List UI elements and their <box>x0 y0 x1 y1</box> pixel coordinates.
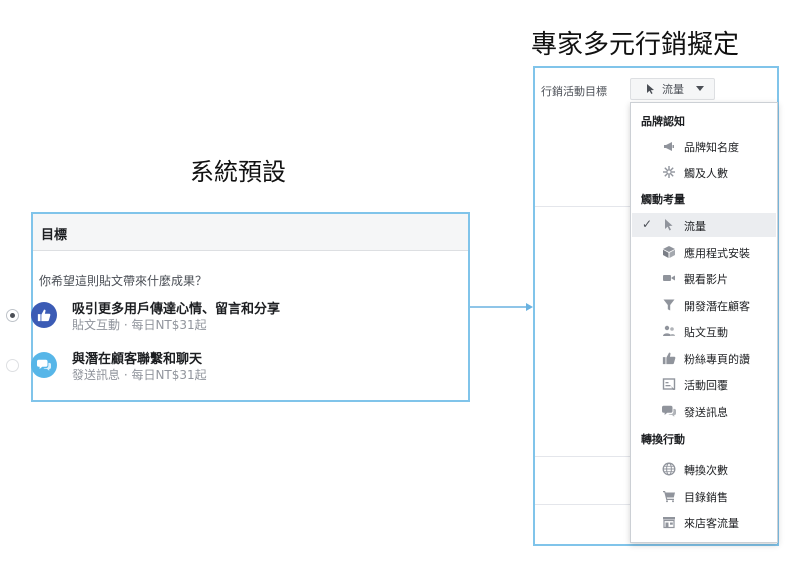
chevron-down-icon <box>696 86 704 91</box>
option-subtitle: 發送訊息 · 每日NT$31起 <box>72 368 207 382</box>
menu-item-label: 流量 <box>684 220 706 233</box>
globe-icon <box>662 462 676 476</box>
menu-item-label: 開發潛在顧客 <box>684 300 750 313</box>
expert-heading: 專家多元行銷擬定 <box>531 30 740 60</box>
arrow-icon <box>470 303 533 311</box>
option-post-engagement[interactable]: 吸引更多用戶傳達心情、留言和分享 貼文互動 · 每日NT$31起 <box>6 296 426 336</box>
menu-item-label: 活動回覆 <box>684 379 728 392</box>
group-header-conversion: 轉換行動 <box>641 433 685 446</box>
menu-item-label: 粉絲專頁的讚 <box>684 353 750 366</box>
store-icon <box>662 515 676 529</box>
menu-item-messages[interactable]: 發送訊息 <box>632 399 776 423</box>
box-icon <box>662 245 676 259</box>
reach-burst-icon <box>662 165 676 179</box>
thumbs-up-icon <box>31 302 57 328</box>
divider <box>535 456 630 457</box>
campaign-objective-label: 行銷活動目標 <box>541 85 607 98</box>
option-messages[interactable]: 與潛在顧客聯繫和聊天 發送訊息 · 每日NT$31起 <box>6 346 426 386</box>
menu-item-store-traffic[interactable]: 來店客流量 <box>632 510 776 534</box>
menu-item-reach[interactable]: 觸及人數 <box>632 160 776 184</box>
shopping-cart-icon <box>662 489 676 503</box>
menu-item-label: 觸及人數 <box>684 167 728 180</box>
megaphone-icon <box>662 139 676 153</box>
divider <box>535 206 630 207</box>
cursor-icon <box>647 84 654 94</box>
radio-unselected[interactable] <box>6 359 19 372</box>
cursor-icon <box>662 218 676 232</box>
radio-selected[interactable] <box>6 309 19 322</box>
menu-item-post-engagement[interactable]: 貼文互動 <box>632 319 776 343</box>
option-subtitle: 貼文互動 · 每日NT$31起 <box>72 318 207 332</box>
default-heading: 系統預設 <box>190 158 286 186</box>
funnel-icon <box>662 298 676 312</box>
default-objective-card: 目標 你希望這則貼文帶來什麼成果？ <box>31 212 470 402</box>
chat-bubbles-icon <box>31 352 57 378</box>
event-icon <box>662 377 676 391</box>
group-header-awareness: 品牌認知 <box>641 115 685 128</box>
menu-item-lead-generation[interactable]: 開發潛在顧客 <box>632 293 776 317</box>
selected-objective: 流量 <box>662 83 684 96</box>
menu-item-video-views[interactable]: 觀看影片 <box>632 266 776 290</box>
option-title: 吸引更多用戶傳達心情、留言和分享 <box>72 302 281 317</box>
menu-item-event-responses[interactable]: 活動回覆 <box>632 372 776 396</box>
group-header-consideration: 觸動考量 <box>641 193 685 206</box>
menu-item-label: 發送訊息 <box>684 406 728 419</box>
menu-item-brand-awareness[interactable]: 品牌知名度 <box>632 134 776 158</box>
expert-objective-panel: 行銷活動目標 流量 品牌認知 品牌知名度 觸及人數 觸動考量 ✓ 流量 應用程式… <box>533 66 779 546</box>
option-title: 與潛在顧客聯繫和聊天 <box>72 352 203 367</box>
menu-item-label: 觀看影片 <box>684 273 728 286</box>
objective-dropdown-menu: 品牌認知 品牌知名度 觸及人數 觸動考量 ✓ 流量 應用程式安裝 觀看影片 開發… <box>630 102 778 543</box>
video-camera-icon <box>662 271 676 285</box>
menu-item-label: 來店客流量 <box>684 517 739 530</box>
card-header: 目標 <box>33 214 468 251</box>
checkmark-icon: ✓ <box>642 217 653 231</box>
people-icon <box>662 324 676 338</box>
menu-item-label: 貼文互動 <box>684 326 728 339</box>
menu-item-conversions[interactable]: 轉換次數 <box>632 457 776 481</box>
objective-question: 你希望這則貼文帶來什麼成果？ <box>39 274 208 288</box>
menu-item-label: 應用程式安裝 <box>684 247 750 260</box>
campaign-objective-select[interactable]: 流量 <box>630 78 715 100</box>
menu-item-traffic[interactable]: ✓ 流量 <box>632 213 776 237</box>
menu-item-app-installs[interactable]: 應用程式安裝 <box>632 240 776 264</box>
menu-item-label: 目錄銷售 <box>684 491 728 504</box>
chat-bubbles-icon <box>662 404 676 418</box>
divider <box>535 504 630 505</box>
menu-item-label: 品牌知名度 <box>684 141 739 154</box>
thumbs-up-icon <box>662 351 676 365</box>
menu-item-page-likes[interactable]: 粉絲專頁的讚 <box>632 346 776 370</box>
menu-item-catalog-sales[interactable]: 目錄銷售 <box>632 484 776 508</box>
menu-item-label: 轉換次數 <box>684 464 728 477</box>
